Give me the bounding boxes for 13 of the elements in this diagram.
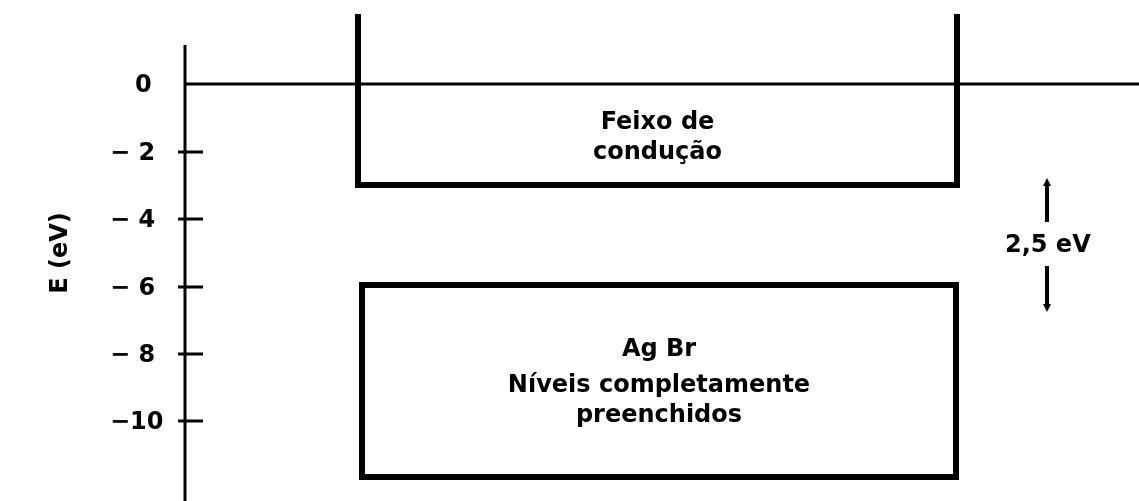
axis-tick-label: 0 [135, 69, 152, 99]
gap-energy-label: 2,5 eV [1005, 229, 1091, 259]
axis-title: E (eV) [43, 212, 74, 294]
band-label: Níveis completamente preenchidos [506, 369, 812, 429]
valence-band-box [359, 282, 959, 480]
axis-tick-label: − 4 [110, 204, 156, 234]
axis-tick-label: −10 [110, 406, 164, 436]
band-label: Feixo de condução [592, 106, 723, 166]
axis-tick-label: − 6 [110, 272, 156, 302]
axis-tick-label: − 2 [110, 137, 156, 167]
compound-label: Ag Br [621, 333, 697, 363]
conduction-band-well [355, 14, 960, 188]
axis-tick-label: − 8 [110, 339, 156, 369]
